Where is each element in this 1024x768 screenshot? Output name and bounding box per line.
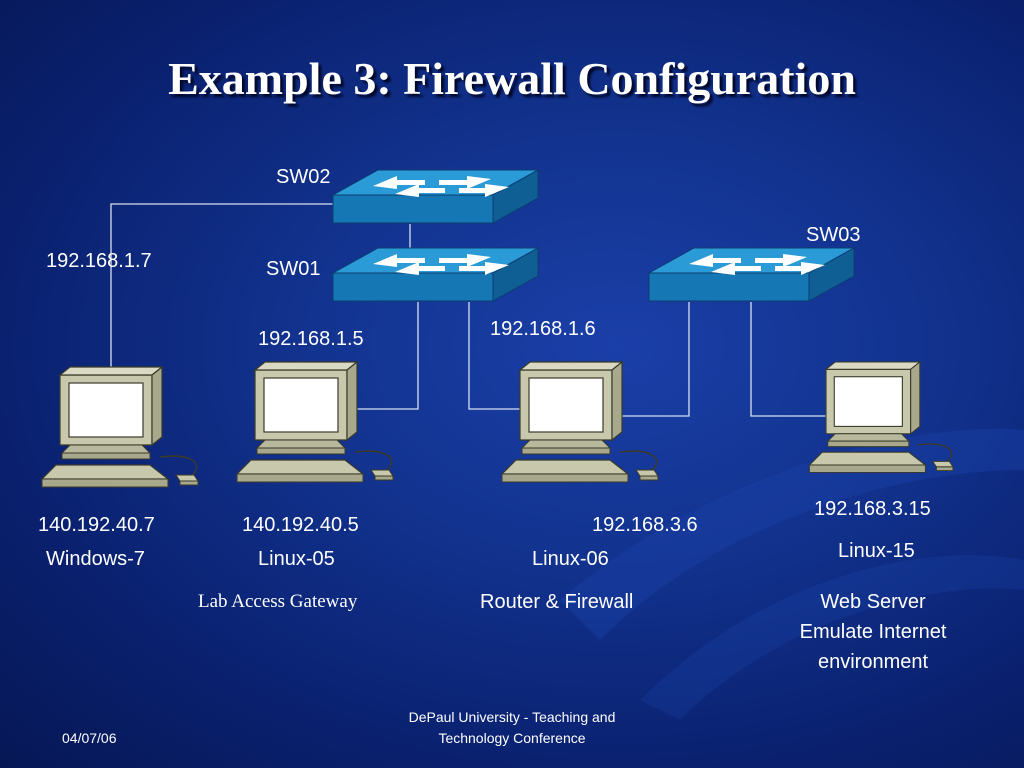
footer-date: 04/07/06 bbox=[62, 730, 117, 746]
switch-label-sw02: SW02 bbox=[276, 166, 331, 188]
page-title: Example 3: Firewall Configuration bbox=[168, 53, 856, 104]
computer-windows7-icon bbox=[41, 366, 199, 488]
computer-linux06-icon bbox=[501, 361, 659, 483]
linux15-internal-ip: 192.168.3.15 bbox=[814, 498, 931, 520]
link-linux05-sw01 bbox=[355, 302, 419, 410]
linux15-role-line3: environment bbox=[817, 651, 929, 673]
windows7-internal-ip: 192.168.1.7 bbox=[46, 250, 152, 272]
link-linux06-sw03 bbox=[622, 302, 690, 417]
linux05-internal-ip: 192.168.1.5 bbox=[258, 328, 364, 350]
linux05-name: Linux-05 bbox=[258, 548, 335, 570]
switch-sw01-icon bbox=[332, 247, 539, 302]
link-linux15-sw03 bbox=[750, 302, 826, 417]
windows7-external-ip: 140.192.40.7 bbox=[38, 514, 155, 536]
switch-sw03-icon bbox=[648, 247, 855, 302]
linux15-role-line1: Web Server bbox=[820, 591, 926, 613]
linux06-name: Linux-06 bbox=[532, 548, 609, 570]
computer-linux15-icon bbox=[808, 361, 954, 474]
link-linux06-sw01 bbox=[468, 302, 520, 410]
network-links bbox=[110, 203, 826, 417]
footer-org-line1: DePaul University - Teaching and bbox=[408, 709, 616, 725]
switch-label-sw03: SW03 bbox=[806, 224, 861, 246]
footer-org-line2: Technology Conference bbox=[438, 730, 586, 746]
linux15-name: Linux-15 bbox=[838, 540, 915, 562]
switch-label-sw01: SW01 bbox=[266, 258, 321, 280]
computer-linux05-icon bbox=[236, 361, 394, 483]
link-windows7-sw02 bbox=[110, 203, 333, 370]
windows7-name: Windows-7 bbox=[46, 548, 145, 570]
linux06-external-ip: 192.168.3.6 bbox=[592, 514, 698, 536]
linux05-external-ip: 140.192.40.5 bbox=[242, 514, 359, 536]
switch-sw02-icon bbox=[332, 169, 539, 224]
linux15-role-line2: Emulate Internet bbox=[799, 621, 947, 643]
linux06-internal-ip: 192.168.1.6 bbox=[490, 318, 596, 340]
linux05-role: Lab Access Gateway bbox=[198, 591, 358, 612]
linux06-role: Router & Firewall bbox=[480, 591, 634, 613]
